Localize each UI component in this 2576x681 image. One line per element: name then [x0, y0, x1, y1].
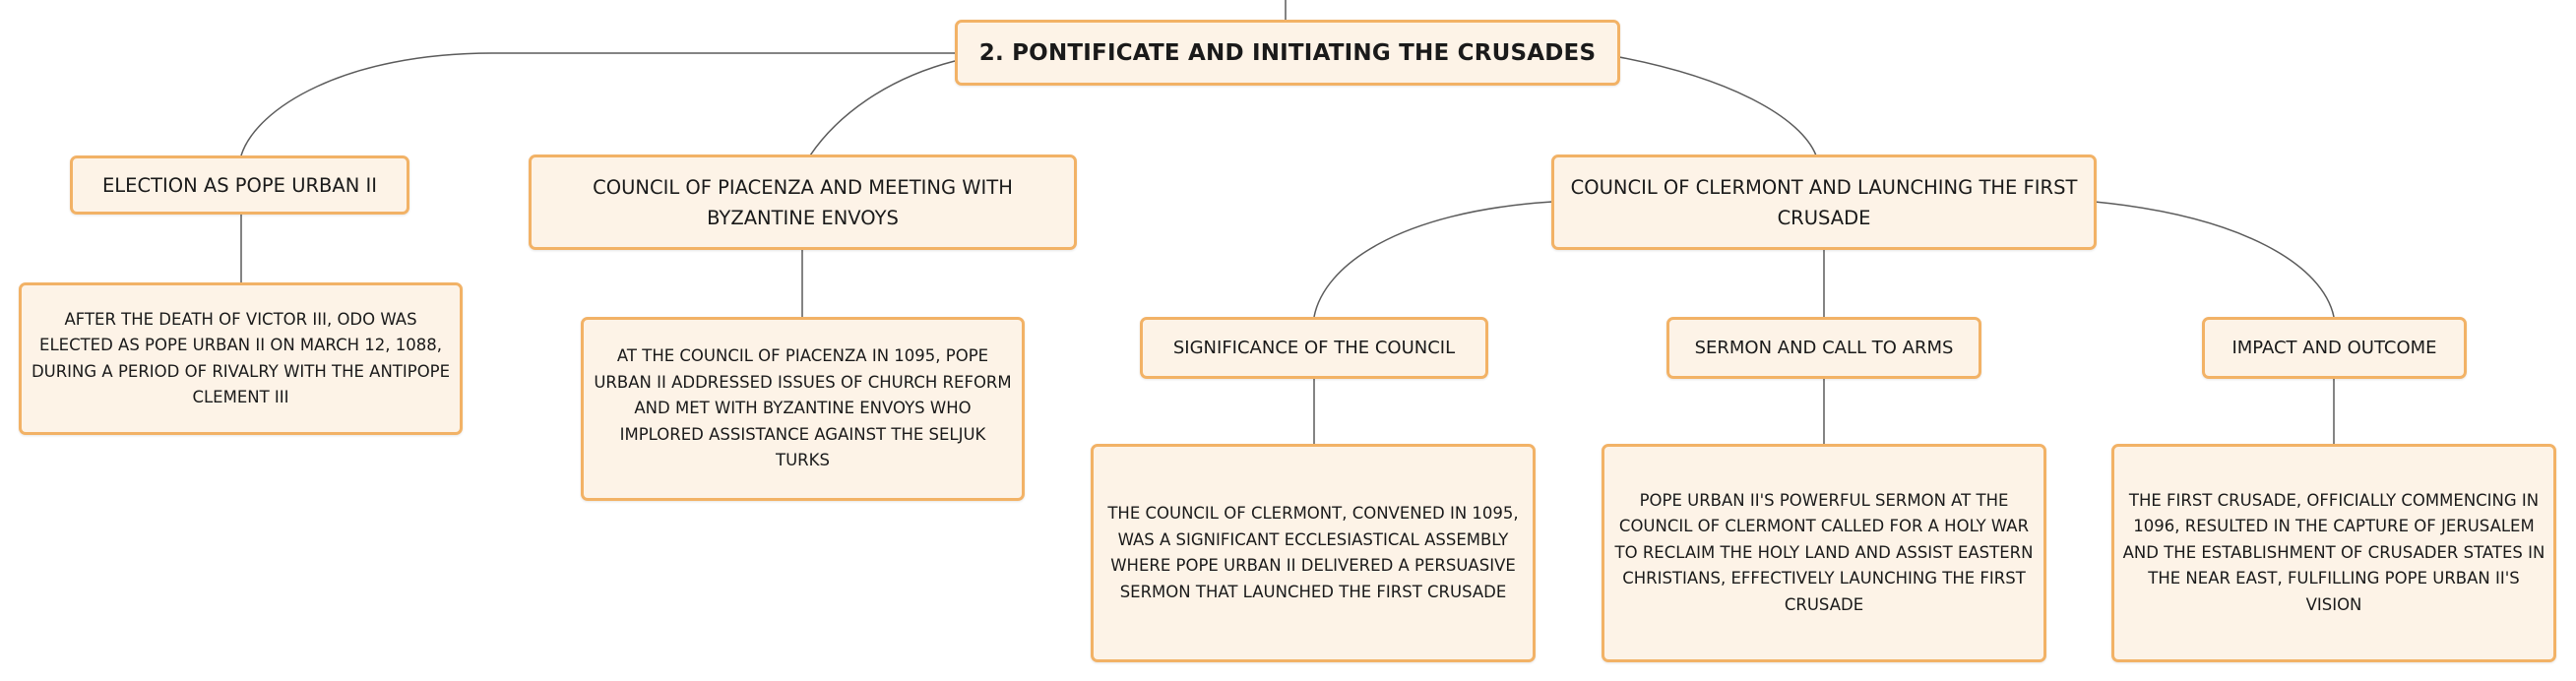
connector-root-to-clermont: [1618, 56, 1817, 156]
detail-significance-text: THE COUNCIL OF CLERMONT, CONVENED IN 109…: [1107, 504, 1519, 601]
subtopic-impact[interactable]: IMPACT AND OUTCOME: [2202, 317, 2467, 379]
topic-election-label: ELECTION AS POPE URBAN II: [101, 173, 378, 197]
connector-root-to-piacenza: [809, 60, 956, 156]
detail-sermon-text: POPE URBAN II'S POWERFUL SERMON AT THE C…: [1614, 490, 2034, 614]
detail-piacenza-text: AT THE COUNCIL OF PIACENZA IN 1095, POPE…: [594, 346, 1012, 470]
subtopic-impact-label: IMPACT AND OUTCOME: [2231, 338, 2437, 358]
connector-clermont-to-significance: [1313, 201, 1553, 318]
detail-election-text: AFTER THE DEATH OF VICTOR III, ODO WAS E…: [31, 309, 451, 407]
topic-clermont-label: COUNCIL OF CLERMONT AND LAUNCHING THE FI…: [1570, 175, 2078, 229]
topic-piacenza[interactable]: COUNCIL OF PIACENZA AND MEETING WITH BYZ…: [529, 155, 1077, 250]
connector-root-to-election: [240, 52, 955, 156]
detail-impact[interactable]: THE FIRST CRUSADE, OFFICIALLY COMMENCING…: [2111, 444, 2556, 662]
detail-election[interactable]: AFTER THE DEATH OF VICTOR III, ODO WAS E…: [19, 282, 463, 435]
detail-impact-text: THE FIRST CRUSADE, OFFICIALLY COMMENCING…: [2122, 490, 2545, 614]
root-topic-label: 2. PONTIFICATE AND INITIATING THE CRUSAD…: [978, 39, 1597, 66]
subtopic-significance[interactable]: SIGNIFICANCE OF THE COUNCIL: [1140, 317, 1488, 379]
topic-election[interactable]: ELECTION AS POPE URBAN II: [70, 155, 409, 215]
topic-piacenza-label: COUNCIL OF PIACENZA AND MEETING WITH BYZ…: [593, 175, 1013, 229]
subtopic-sermon-label: SERMON AND CALL TO ARMS: [1694, 338, 1954, 358]
topic-clermont[interactable]: COUNCIL OF CLERMONT AND LAUNCHING THE FI…: [1551, 155, 2097, 250]
subtopic-significance-label: SIGNIFICANCE OF THE COUNCIL: [1172, 338, 1456, 358]
connector-clermont-to-impact: [2094, 201, 2335, 318]
detail-significance[interactable]: THE COUNCIL OF CLERMONT, CONVENED IN 109…: [1091, 444, 1536, 662]
detail-sermon[interactable]: POPE URBAN II'S POWERFUL SERMON AT THE C…: [1602, 444, 2046, 662]
subtopic-sermon[interactable]: SERMON AND CALL TO ARMS: [1666, 317, 1981, 379]
root-topic[interactable]: 2. PONTIFICATE AND INITIATING THE CRUSAD…: [955, 20, 1620, 86]
detail-piacenza[interactable]: AT THE COUNCIL OF PIACENZA IN 1095, POPE…: [581, 317, 1025, 501]
